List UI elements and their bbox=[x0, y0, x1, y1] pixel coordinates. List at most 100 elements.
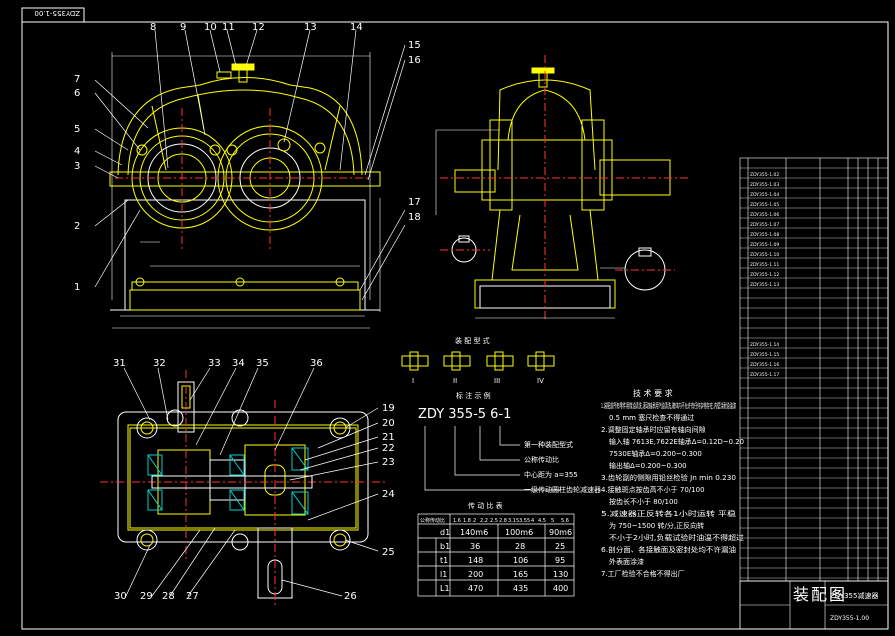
balloon-36: 36 bbox=[310, 358, 323, 369]
balloon-30: 30 bbox=[114, 591, 127, 602]
balloon-34: 34 bbox=[232, 358, 245, 369]
balloon-17: 17 bbox=[408, 197, 421, 208]
table-header-label: 公称传动比 bbox=[420, 517, 445, 524]
balloon-32: 32 bbox=[153, 358, 166, 369]
front-view bbox=[109, 52, 381, 329]
row-sym-d1: d1 bbox=[440, 528, 450, 537]
assembly-type-3: III bbox=[494, 377, 500, 385]
balloon-24: 24 bbox=[382, 489, 395, 500]
marking-example: 标 注 示 例 ZDY 355-5 6-1 第一种装配型式 公称传动比 中心距为… bbox=[418, 391, 601, 494]
row-sym-t1: t1 bbox=[440, 556, 448, 565]
ratio-1: 1.6 bbox=[453, 518, 461, 524]
balloon-16: 16 bbox=[408, 55, 421, 66]
balloon-22: 22 bbox=[382, 443, 395, 454]
ratio-12: 5.6 bbox=[561, 518, 569, 524]
balloon-25: 25 bbox=[382, 547, 395, 558]
marking-note-3: 中心距为 a=355 bbox=[524, 470, 578, 479]
tech-requirements-title: 技 术 要 求 bbox=[633, 388, 673, 398]
tech-req-9: 按齿长不小于 80/100 bbox=[609, 497, 678, 506]
balloon-labels-bottom: 19 20 21 22 23 24 25 26 27 28 29 30 31 3… bbox=[113, 358, 395, 602]
balloon-28: 28 bbox=[162, 591, 175, 602]
row-b1-v2: 28 bbox=[515, 542, 525, 551]
ratio-9: 4 bbox=[531, 518, 534, 524]
balloon-labels-top: 1 2 3 4 5 6 7 8 9 10 11 12 13 14 15 16 1… bbox=[74, 22, 421, 293]
balloon-26: 26 bbox=[344, 591, 357, 602]
part-code-12: ZDY355-1.13 bbox=[750, 282, 779, 288]
balloon-14: 14 bbox=[350, 22, 363, 33]
tech-req-3: 2.调整固定轴承时应留有轴向间隙 bbox=[601, 425, 706, 434]
balloon-21: 21 bbox=[382, 432, 395, 443]
row-d1-v2: 100m6 bbox=[505, 528, 533, 537]
balloon-8: 8 bbox=[150, 22, 156, 33]
ratio-2: 1.8 bbox=[463, 518, 471, 524]
row-b1-v3: 25 bbox=[555, 542, 565, 551]
tech-req-1: 1.装配前所有零件用煤油清洗,滚动轴承用汽油清洗,箱体内不允许有任何杂物存在,内… bbox=[601, 401, 736, 410]
tech-req-4: 输入轴 7613E,7622E轴承Δ=0.12D~0.20 bbox=[609, 437, 744, 446]
tech-req-7: 3.齿轮副的侧隙用铅丝检验 Jn min 0.230 bbox=[601, 473, 736, 482]
row-d1-v3: 90m6 bbox=[549, 528, 572, 537]
balloon-23: 23 bbox=[382, 457, 395, 468]
marking-note-1: 第一种装配型式 bbox=[524, 440, 573, 449]
marking-note-2: 公称传动比 bbox=[524, 455, 559, 464]
part-code-16: ZDY355-1.17 bbox=[750, 372, 779, 378]
part-code-15: ZDY355-1.16 bbox=[750, 362, 779, 368]
ratio-3: 2 bbox=[473, 518, 476, 524]
tech-req-5: 7530E轴承Δ=0.200~0.300 bbox=[609, 449, 702, 458]
part-code-4: ZDY355-1.05 bbox=[750, 202, 779, 208]
tech-req-8: 4.接触斑点按齿高不小于 70/100 bbox=[601, 485, 705, 494]
balloon-1: 1 bbox=[74, 282, 80, 293]
ratio-7: 3.15 bbox=[508, 518, 519, 524]
row-l1-v2: 165 bbox=[513, 570, 528, 579]
parts-list bbox=[739, 157, 889, 582]
balloon-12: 12 bbox=[252, 22, 265, 33]
ratio-4: 2.2 bbox=[480, 518, 488, 524]
row-l1-v1: 200 bbox=[468, 570, 483, 579]
part-code-8: ZDY355-1.09 bbox=[750, 242, 779, 248]
assembly-code: ZDY355减速器 bbox=[830, 591, 878, 600]
transmission-table: 传 动 比 表 公称传动比 1.6 1.8 2 2.2 2.5 2.8 3.15… bbox=[417, 501, 575, 597]
balloon-19: 19 bbox=[382, 403, 395, 414]
transmission-table-title: 传 动 比 表 bbox=[468, 501, 503, 510]
drawing-number: ZDY355-1.00 bbox=[830, 615, 869, 622]
balloon-20: 20 bbox=[382, 418, 395, 429]
balloon-10: 10 bbox=[204, 22, 217, 33]
part-code-5: ZDY355-1.06 bbox=[750, 212, 779, 218]
assembly-type-2: II bbox=[453, 377, 457, 385]
assembly-type-4: IV bbox=[537, 377, 544, 385]
row-t1-v3: 95 bbox=[555, 556, 565, 565]
row-sym-l1: l1 bbox=[440, 570, 447, 579]
row-L1-v1: 470 bbox=[468, 584, 483, 593]
balloon-27: 27 bbox=[186, 591, 199, 602]
part-code-6: ZDY355-1.07 bbox=[750, 222, 779, 228]
tech-req-11: 为 750~1500 转/分,正反向转 bbox=[609, 521, 704, 530]
tech-req-15: 7.工厂检验不合格不得出厂 bbox=[601, 569, 685, 578]
balloon-29: 29 bbox=[140, 591, 153, 602]
part-code-7: ZDY355-1.08 bbox=[750, 232, 779, 238]
tech-req-2: 0.5 mm 塞尺检查不得通过 bbox=[609, 413, 694, 422]
leaders-front bbox=[94, 29, 406, 301]
part-code-2: ZDY355-1.03 bbox=[750, 182, 779, 188]
tech-req-12: 不小于2小时,负载试验时油温不得超过 bbox=[609, 533, 744, 542]
assembly-types: 装 配 型 式 I II III IV bbox=[401, 336, 555, 385]
balloon-15: 15 bbox=[408, 40, 421, 51]
ratio-11: 5 bbox=[551, 518, 554, 524]
part-code-14: ZDY355-1.15 bbox=[750, 352, 779, 358]
marking-example-code: ZDY 355-5 6-1 bbox=[418, 407, 511, 422]
balloon-18: 18 bbox=[408, 212, 421, 223]
balloon-9: 9 bbox=[180, 22, 186, 33]
ratio-6: 2.8 bbox=[499, 518, 507, 524]
assembly-types-title: 装 配 型 式 bbox=[455, 336, 490, 345]
row-l1-v3: 130 bbox=[553, 570, 568, 579]
balloon-31: 31 bbox=[113, 358, 126, 369]
part-code-3: ZDY355-1.04 bbox=[750, 192, 779, 198]
balloon-13: 13 bbox=[304, 22, 317, 33]
balloon-35: 35 bbox=[256, 358, 269, 369]
marking-note-4: 一级传动圆柱齿轮减速器 bbox=[524, 485, 601, 494]
row-sym-L1: L1 bbox=[440, 584, 450, 593]
side-view bbox=[435, 55, 690, 320]
tech-requirements: 技 术 要 求 1.装配前所有零件用煤油清洗,滚动轴承用汽油清洗,箱体内不允许有… bbox=[601, 388, 744, 578]
balloon-11: 11 bbox=[222, 22, 235, 33]
tech-req-6: 输出轴Δ=0.200~0.300 bbox=[609, 461, 687, 470]
drawing-number-box bbox=[21, 7, 85, 23]
